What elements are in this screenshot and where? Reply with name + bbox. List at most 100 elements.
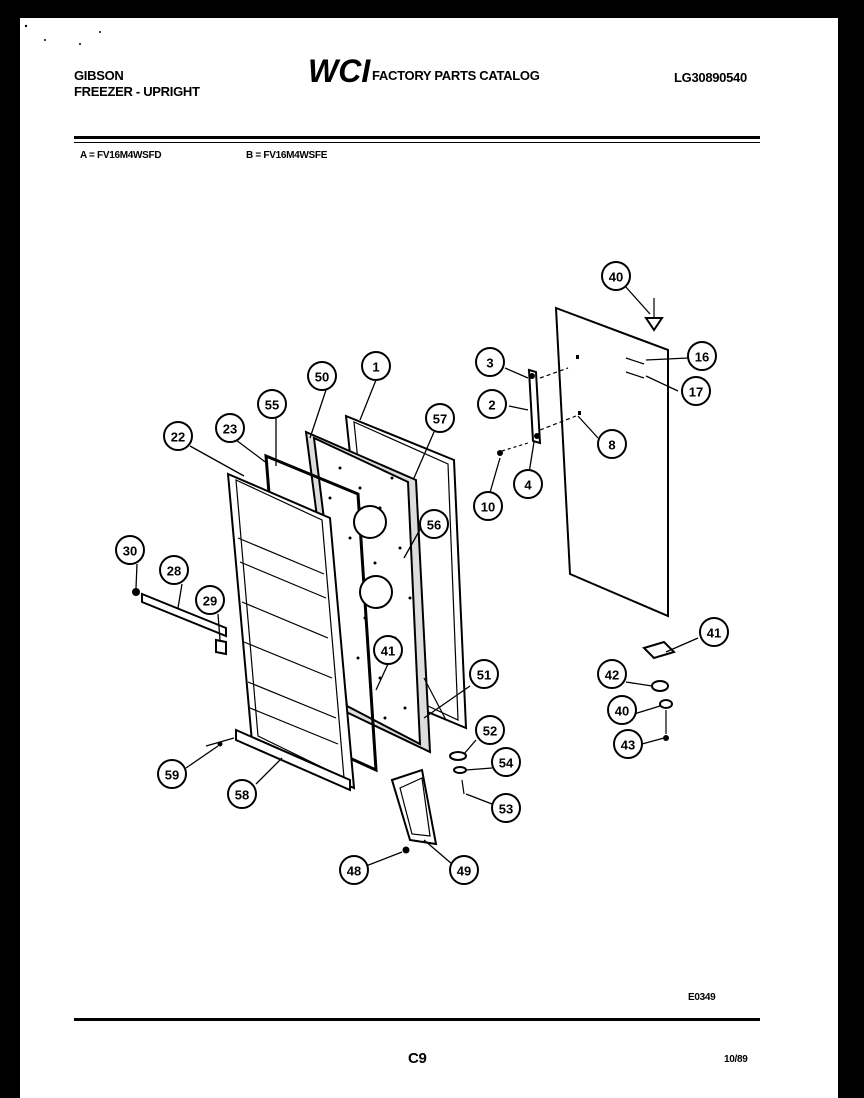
callout-number: 30: [123, 544, 137, 559]
callout-c53: 53: [491, 793, 521, 823]
callout-number: 54: [499, 756, 514, 771]
callout-number: 17: [689, 385, 703, 400]
callout-number: 10: [481, 500, 495, 515]
callout-circle: [307, 361, 337, 391]
callout-c52: 52: [475, 715, 505, 745]
callout-c51: 51: [469, 659, 499, 689]
callout-circle: [215, 413, 245, 443]
toe-grille: [390, 768, 438, 846]
callout-number: 48: [347, 864, 361, 879]
callout-circle: [361, 351, 391, 381]
callout-number: 41: [381, 644, 395, 659]
callout-circle: [607, 695, 637, 725]
hinge-parts: [449, 640, 676, 795]
callout-number: 43: [621, 738, 635, 753]
callout-number: 22: [171, 430, 185, 445]
header-rule-thin: [74, 142, 760, 143]
callout-number: 23: [223, 422, 237, 437]
callout-circle: [491, 747, 521, 777]
callout-c41b: 41: [699, 617, 729, 647]
callout-circle: [425, 403, 455, 433]
exploded-parts-diagram: 4016173284105015557222356302829415141424…: [24, 24, 760, 1021]
model-a: A = FV16M4WSFD: [80, 150, 162, 161]
callout-circle: [157, 759, 187, 789]
callout-c22: 22: [163, 421, 193, 451]
callout-circle: [513, 469, 543, 499]
callout-c4: 4: [513, 469, 543, 499]
callout-circle: [163, 421, 193, 451]
callout-circle: [115, 535, 145, 565]
callout-c59: 59: [157, 759, 187, 789]
wci-logo: WCI: [306, 53, 372, 93]
callout-c55: 55: [257, 389, 287, 419]
header-rule: [74, 136, 760, 139]
callout-number: 40: [615, 704, 629, 719]
footer-rule: [74, 1018, 760, 1021]
callout-number: 1: [372, 360, 379, 375]
callout-c49: 49: [449, 855, 479, 885]
callout-circle: [469, 659, 499, 689]
callout-c56: 56: [419, 509, 449, 539]
callout-number: 8: [608, 438, 615, 453]
callout-number: 53: [499, 802, 513, 817]
callout-c48: 48: [339, 855, 369, 885]
callout-circle: [227, 779, 257, 809]
callout-c17: 17: [681, 376, 711, 406]
callout-c1: 1: [361, 351, 391, 381]
callout-number: 52: [483, 724, 497, 739]
callout-circle: [477, 389, 507, 419]
callout-number: 3: [486, 356, 493, 371]
callout-circle: [195, 585, 225, 615]
callout-number: 57: [433, 412, 447, 427]
callout-c30: 30: [115, 535, 145, 565]
callout-number: 41: [707, 626, 721, 641]
callout-circle: [339, 855, 369, 885]
callout-c23: 23: [215, 413, 245, 443]
callout-number: 59: [165, 768, 179, 783]
callout-number: 55: [265, 398, 279, 413]
callout-circle: [373, 635, 403, 665]
callout-circle: [475, 347, 505, 377]
catalog-sheet: GIBSON FREEZER - UPRIGHT WCI FACTORY PAR…: [20, 18, 838, 1098]
callout-c57: 57: [425, 403, 455, 433]
callout-number: 58: [235, 788, 249, 803]
callout-c41a: 41: [373, 635, 403, 665]
callout-number: 50: [315, 370, 329, 385]
callout-circle: [699, 617, 729, 647]
catalog-title: FACTORY PARTS CATALOG: [372, 68, 540, 83]
callout-c16: 16: [687, 341, 717, 371]
callout-circle: [449, 855, 479, 885]
callout-c3: 3: [475, 347, 505, 377]
callout-circle: [597, 429, 627, 459]
logo-text: WCI: [308, 54, 371, 88]
callout-number: 40: [609, 270, 623, 285]
callout-circle: [681, 376, 711, 406]
callout-number: 56: [427, 518, 441, 533]
callout-circle: [419, 509, 449, 539]
catalog-number: LG30890540: [674, 70, 747, 85]
callout-number: 4: [524, 478, 532, 493]
model-b: B = FV16M4WSFE: [246, 150, 328, 161]
callout-c8: 8: [597, 429, 627, 459]
revision-date: 10/89: [724, 1054, 748, 1065]
callout-circle: [475, 715, 505, 745]
callout-circle: [473, 491, 503, 521]
callout-number: 28: [167, 564, 181, 579]
callout-circle: [601, 261, 631, 291]
callout-c50: 50: [307, 361, 337, 391]
callout-c10: 10: [473, 491, 503, 521]
callout-c43: 43: [613, 729, 643, 759]
page-number: C9: [408, 1050, 427, 1067]
callout-number: 49: [457, 864, 471, 879]
callout-circle: [159, 555, 189, 585]
handle-bracket: [497, 367, 577, 456]
callout-circle: [687, 341, 717, 371]
callout-number: 42: [605, 668, 619, 683]
product-type: FREEZER - UPRIGHT: [74, 84, 200, 99]
outer-door-panel: [554, 298, 669, 618]
callout-number: 29: [203, 594, 217, 609]
callout-c58: 58: [227, 779, 257, 809]
callout-c54: 54: [491, 747, 521, 777]
diagram-code: E0349: [688, 992, 716, 1003]
callout-c29: 29: [195, 585, 225, 615]
